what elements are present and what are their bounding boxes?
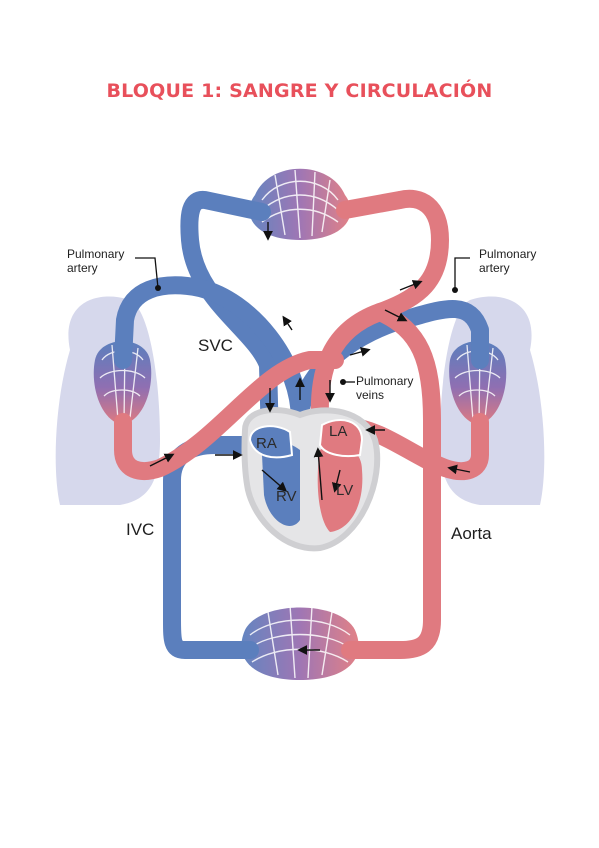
label-la: LA	[329, 423, 347, 440]
label-ivc: IVC	[126, 520, 154, 539]
label-svc: SVC	[198, 336, 233, 355]
label-pulmonary-artery-right-1: Pulmonary	[479, 247, 536, 261]
label-pulmonary-veins-1: Pulmonary	[356, 374, 413, 388]
label-pulmonary-artery-left-2: artery	[67, 261, 98, 275]
page-title: BLOQUE 1: SANGRE Y CIRCULACIÓN	[106, 80, 493, 102]
label-rv: RV	[276, 488, 297, 505]
callout-dots	[155, 285, 458, 385]
left-lung-capillaries	[93, 341, 152, 425]
label-ra: RA	[256, 435, 277, 452]
lower-body-capillaries	[241, 604, 359, 680]
label-pulmonary-artery-left-1: Pulmonary	[67, 247, 124, 261]
left-atrium	[318, 419, 364, 458]
flow-arrows	[149, 222, 471, 655]
label-pulmonary-artery-right-2: artery	[479, 261, 510, 275]
label-lv: LV	[336, 482, 353, 499]
label-pulmonary-veins-2: veins	[356, 388, 384, 402]
callout-lines	[135, 257, 470, 383]
label-aorta: Aorta	[451, 524, 492, 543]
heart	[241, 407, 381, 552]
right-atrium	[248, 425, 294, 459]
